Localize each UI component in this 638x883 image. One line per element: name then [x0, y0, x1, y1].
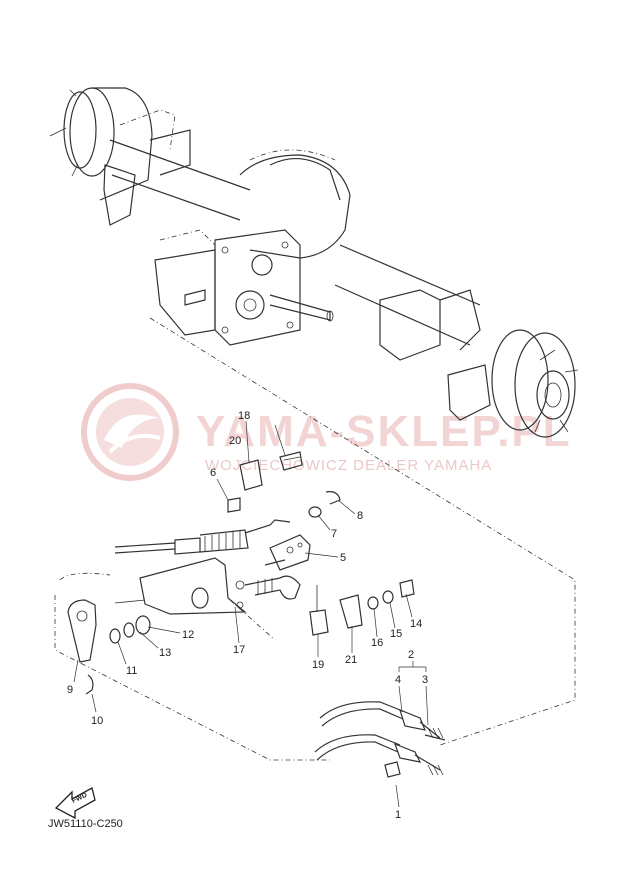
callout-7: 7	[331, 528, 337, 540]
rear-axle-assembly	[49, 87, 579, 438]
callout-14: 14	[410, 618, 422, 630]
callout-4: 4	[395, 674, 401, 686]
callout-1: 1	[395, 809, 401, 821]
watermark-main-text: YAMA-SKLEP.PL	[196, 407, 572, 456]
callout-3: 3	[422, 674, 428, 686]
callout-19: 19	[312, 659, 324, 671]
callout-18: 18	[238, 410, 250, 422]
shift-linkage-assembly	[67, 451, 415, 695]
callout-numbers: 1 2 3 4 5 6 7 8 9 10 11 12 13 14 15 16 1…	[67, 410, 428, 821]
callout-6: 6	[210, 467, 216, 479]
callout-12: 12	[182, 629, 194, 641]
callout-13: 13	[159, 647, 171, 659]
callout-17: 17	[233, 644, 245, 656]
callout-9: 9	[67, 684, 73, 696]
watermark-logo-icon	[81, 383, 179, 481]
cable-assembly	[314, 701, 446, 778]
callout-leaders	[73, 420, 429, 808]
callout-10: 10	[91, 715, 103, 727]
callout-5: 5	[340, 552, 346, 564]
callout-16: 16	[371, 637, 383, 649]
callout-20: 20	[229, 435, 241, 447]
diagram-code: JW51110-C250	[48, 818, 123, 830]
callout-21: 21	[345, 654, 357, 666]
assembly-reference-lines	[54, 317, 576, 761]
watermark: YAMA-SKLEP.PL WOJCIECHOWICZ DEALER YAMAH…	[81, 383, 572, 481]
watermark-sub-text: WOJCIECHOWICZ DEALER YAMAHA	[205, 457, 492, 474]
callout-2: 2	[408, 649, 414, 661]
callout-11: 11	[126, 665, 137, 677]
callout-8: 8	[357, 510, 363, 522]
fwd-arrow-icon: FWD	[54, 787, 96, 820]
callout-15: 15	[390, 628, 402, 640]
